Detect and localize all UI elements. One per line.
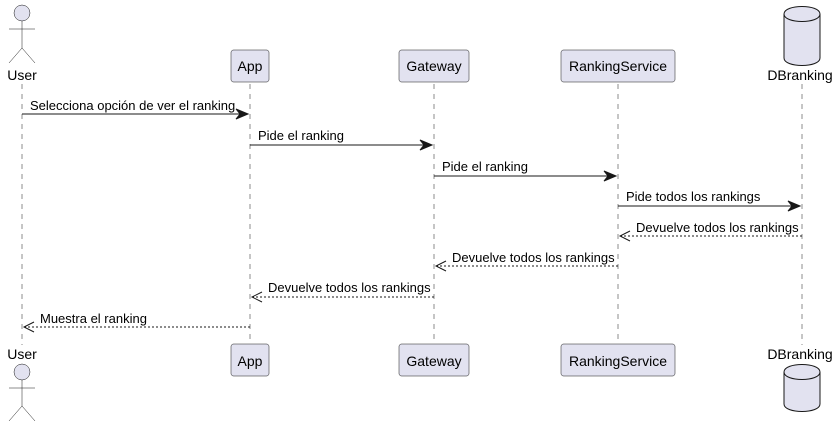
actor-user-bottom: User <box>7 346 37 422</box>
actor-user-top: User <box>7 4 37 83</box>
participant-app-top: App <box>230 49 270 83</box>
message-label: Selecciona opción de ver el ranking <box>30 98 235 113</box>
message-arrow: Muestra el ranking <box>22 311 250 333</box>
arrowhead-icon <box>603 170 618 182</box>
message-label: Devuelve todos los rankings <box>636 220 799 235</box>
message-label: Pide todos los rankings <box>626 189 761 204</box>
database-icon <box>783 6 821 66</box>
message-label: Pide el ranking <box>442 159 528 174</box>
message-label: Devuelve todos los rankings <box>452 250 615 265</box>
participants-bottom: User App Gateway RankingService DBrankin… <box>7 343 833 422</box>
message-arrow: Pide todos los rankings <box>618 189 802 212</box>
participant-label-user-top: User <box>7 67 37 83</box>
message-arrow: Pide el ranking <box>250 128 434 151</box>
lifelines <box>21 84 803 345</box>
participant-label-app-top: App <box>238 58 263 74</box>
message-arrow: Pide el ranking <box>434 159 618 182</box>
message-label: Muestra el ranking <box>40 311 147 326</box>
message-arrow: Selecciona opción de ver el ranking <box>22 98 250 120</box>
message-arrow: Devuelve todos los rankings <box>434 250 618 272</box>
database-dbranking-top: DBranking <box>767 6 833 83</box>
arrowhead-icon <box>618 230 631 242</box>
message-label: Devuelve todos los rankings <box>268 280 431 295</box>
message-label: Pide el ranking <box>258 128 344 143</box>
database-dbranking-bottom: DBranking <box>767 346 833 412</box>
database-icon <box>783 364 821 412</box>
participant-label-rankingservice-top: RankingService <box>569 58 667 74</box>
participant-gateway-bottom: Gateway <box>398 343 470 377</box>
participant-label-dbranking-top: DBranking <box>767 67 832 83</box>
arrowhead-icon <box>434 260 447 272</box>
participant-label-user-bottom: User <box>7 346 37 362</box>
participant-label-app-bottom: App <box>238 353 263 369</box>
messages: Selecciona opción de ver el ranking Pide… <box>22 98 802 333</box>
participant-gateway-top: Gateway <box>398 49 470 83</box>
participant-app-bottom: App <box>230 343 270 377</box>
arrowhead-icon <box>419 139 434 151</box>
participant-rankingservice-top: RankingService <box>560 49 676 83</box>
arrowhead-icon <box>22 321 35 333</box>
arrowhead-icon <box>250 291 263 303</box>
actor-icon <box>8 363 36 422</box>
participants-top: User App Gateway RankingService DBrankin… <box>7 4 833 83</box>
message-arrow: Devuelve todos los rankings <box>618 220 802 242</box>
participant-rankingservice-bottom: RankingService <box>560 343 676 377</box>
participant-label-gateway-bottom: Gateway <box>406 353 461 369</box>
participant-label-dbranking-bottom: DBranking <box>767 346 832 362</box>
arrowhead-icon <box>235 108 250 120</box>
participant-label-rankingservice-bottom: RankingService <box>569 353 667 369</box>
message-arrow: Devuelve todos los rankings <box>250 280 434 303</box>
participant-label-gateway-top: Gateway <box>406 58 461 74</box>
actor-icon <box>8 4 36 64</box>
arrowhead-icon <box>787 200 802 212</box>
